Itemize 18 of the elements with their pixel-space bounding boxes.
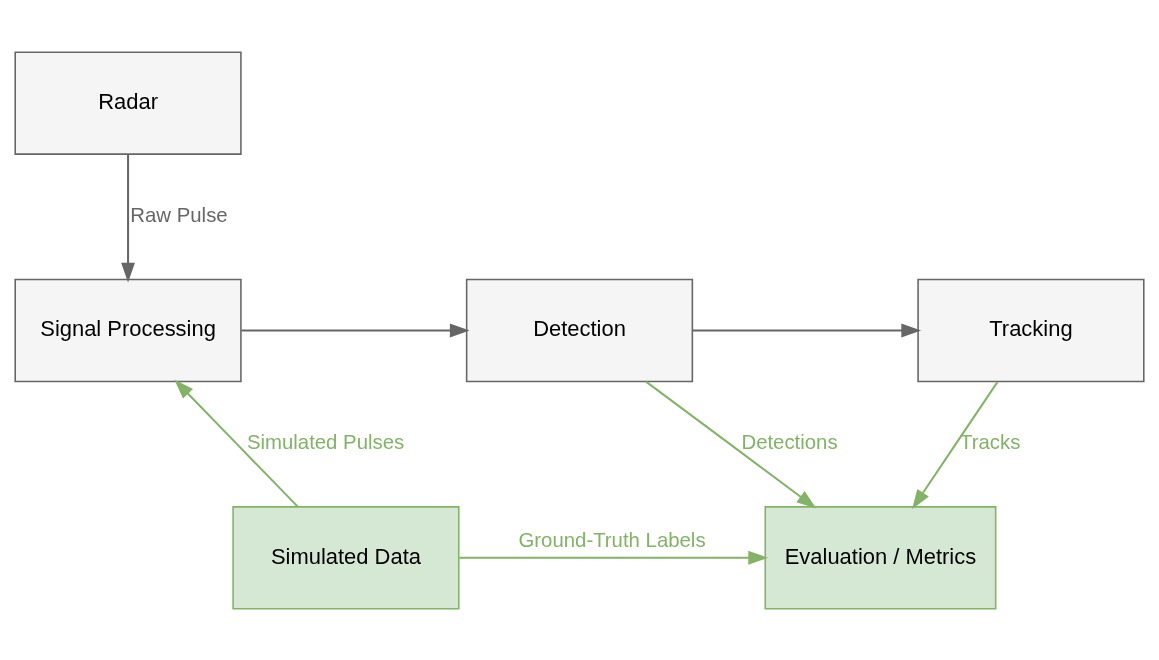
arrow bbox=[645, 380, 817, 508]
node-box: Evaluation / Metrics bbox=[764, 505, 997, 609]
edge-label: Tracks bbox=[960, 430, 1021, 453]
edge-label: Simulated Pulses bbox=[246, 430, 405, 453]
node-box: Detection bbox=[465, 278, 694, 382]
arrow bbox=[241, 323, 470, 337]
arrow bbox=[692, 323, 922, 337]
edge-label: Raw Pulse bbox=[130, 203, 228, 226]
arrow bbox=[121, 154, 135, 282]
arrow bbox=[459, 550, 769, 565]
node-box: Simulated Data bbox=[232, 505, 460, 609]
arrow bbox=[912, 380, 999, 509]
edge-label: Ground-Truth Labels bbox=[518, 528, 706, 551]
node-box: Tracking bbox=[917, 278, 1145, 382]
arrow bbox=[174, 379, 299, 507]
node-box: Radar bbox=[14, 51, 242, 155]
edge-label: Detections bbox=[741, 430, 838, 453]
node-box: Signal Processing bbox=[14, 278, 242, 382]
